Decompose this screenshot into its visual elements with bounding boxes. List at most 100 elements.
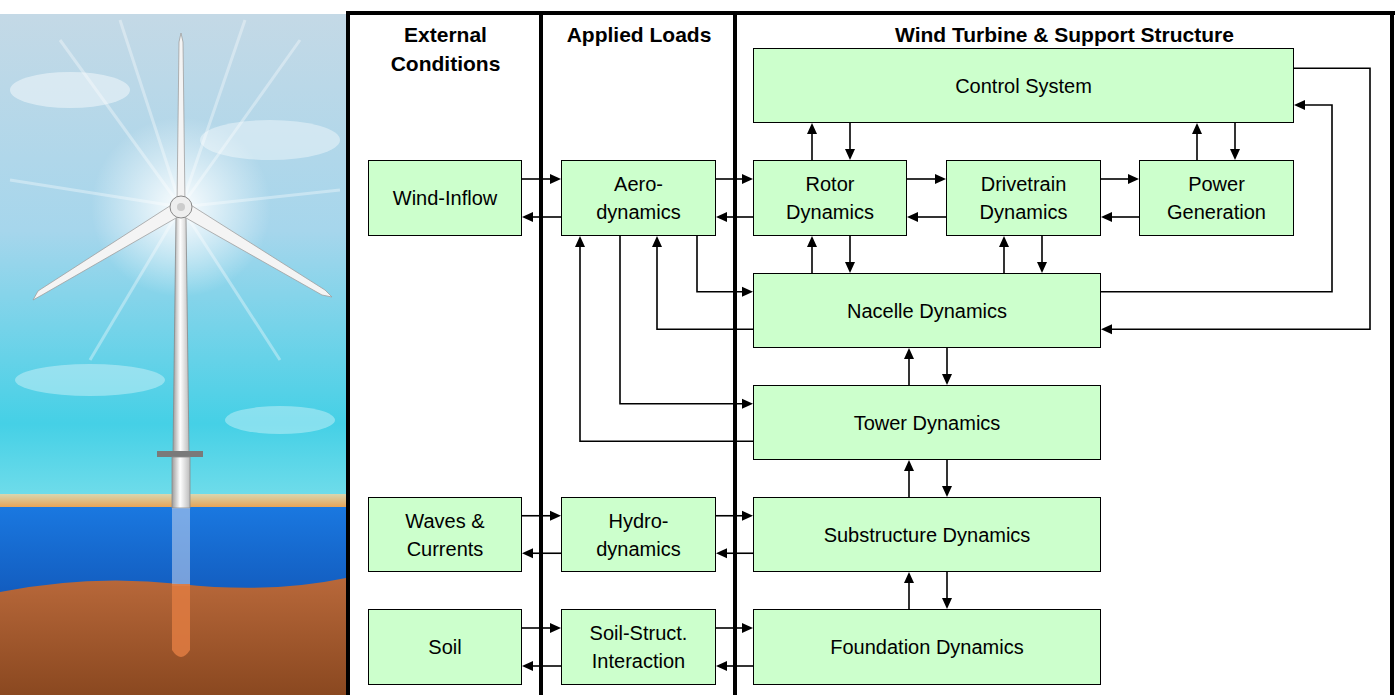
connector-line bbox=[811, 247, 813, 273]
flow-arrow bbox=[1101, 100, 1332, 292]
column-frame bbox=[346, 12, 1395, 695]
box-label: Drivetrain Dynamics bbox=[963, 170, 1084, 226]
connector-line bbox=[533, 552, 561, 554]
frame-line bbox=[346, 12, 350, 695]
arrowhead bbox=[1192, 123, 1202, 134]
component-box: Foundation Dynamics bbox=[753, 609, 1101, 685]
connector-line bbox=[1003, 247, 1005, 273]
connector-line bbox=[522, 627, 550, 629]
arrowhead bbox=[550, 174, 561, 184]
connector-line bbox=[907, 178, 935, 180]
flow-arrow bbox=[522, 174, 561, 184]
load-box: Soil-Struct. Interaction bbox=[561, 609, 716, 685]
arrowhead bbox=[716, 548, 727, 558]
platform bbox=[157, 451, 203, 457]
flow-arrow bbox=[697, 236, 753, 297]
flow-arrow bbox=[845, 236, 855, 273]
box-label: Foundation Dynamics bbox=[770, 633, 1084, 661]
flow-arrow bbox=[1101, 212, 1139, 222]
component-box: Substructure Dynamics bbox=[753, 497, 1101, 572]
flow-arrow bbox=[942, 460, 952, 497]
connector-line bbox=[620, 236, 742, 404]
connector-line bbox=[697, 236, 742, 292]
arrowhead bbox=[1294, 100, 1305, 110]
box-label: Power Generation bbox=[1156, 170, 1277, 226]
flow-arrow bbox=[904, 348, 914, 385]
seabed bbox=[0, 578, 346, 695]
flow-arrow bbox=[807, 236, 817, 273]
arrowhead bbox=[575, 236, 585, 247]
flow-arrow bbox=[907, 174, 946, 184]
flow-arrow bbox=[716, 212, 753, 222]
flow-arrow bbox=[716, 174, 753, 184]
arrowhead bbox=[652, 236, 662, 247]
flow-arrow bbox=[522, 212, 561, 222]
connector-line bbox=[716, 515, 742, 517]
column-header-area: External Conditions bbox=[350, 20, 541, 79]
arrowhead bbox=[1101, 212, 1112, 222]
blade bbox=[179, 202, 332, 297]
connector-line bbox=[533, 665, 561, 667]
arrowhead bbox=[522, 661, 533, 671]
condition-box: Wind-Inflow bbox=[368, 160, 522, 236]
connector-line bbox=[657, 247, 753, 329]
arrowhead bbox=[1101, 324, 1112, 334]
arrowhead bbox=[716, 212, 727, 222]
connector-line bbox=[522, 515, 550, 517]
flow-arrow bbox=[522, 548, 561, 558]
arrowhead bbox=[942, 486, 952, 497]
frame-line bbox=[539, 12, 543, 695]
column-header-area: Wind Turbine & Support Structure bbox=[737, 20, 1392, 49]
flow-arrow bbox=[845, 123, 855, 160]
condition-box: Soil bbox=[368, 609, 522, 685]
connector-line bbox=[533, 216, 561, 218]
flow-arrow bbox=[716, 548, 753, 558]
connector-line bbox=[1101, 178, 1128, 180]
arrowhead bbox=[742, 511, 753, 521]
box-label: Rotor Dynamics bbox=[770, 170, 890, 226]
flow-arrow bbox=[1192, 123, 1202, 160]
connector-line bbox=[727, 216, 753, 218]
arrowhead bbox=[904, 460, 914, 471]
connector-line bbox=[1101, 105, 1332, 292]
component-box: Power Generation bbox=[1139, 160, 1294, 236]
component-box: Tower Dynamics bbox=[753, 385, 1101, 460]
flow-arrow bbox=[942, 572, 952, 609]
connector-line bbox=[946, 348, 948, 374]
load-box: Aero- dynamics bbox=[561, 160, 716, 236]
box-label: Tower Dynamics bbox=[770, 409, 1084, 437]
component-box: Nacelle Dynamics bbox=[753, 273, 1101, 348]
box-label: Wind-Inflow bbox=[385, 184, 505, 212]
frame-line bbox=[733, 12, 737, 695]
flow-arrow bbox=[999, 236, 1009, 273]
flow-arrow bbox=[620, 236, 753, 409]
box-label: Waves & Currents bbox=[385, 507, 505, 563]
connector-line bbox=[918, 216, 946, 218]
connector-line bbox=[1196, 134, 1198, 160]
arrowhead bbox=[550, 623, 561, 633]
column-header: Wind Turbine & Support Structure bbox=[895, 20, 1234, 49]
connector-line bbox=[946, 572, 948, 598]
connector-line bbox=[908, 583, 910, 609]
arrowhead bbox=[807, 123, 817, 134]
flow-arrow bbox=[716, 511, 753, 521]
frame-line bbox=[1390, 12, 1394, 695]
connector-line bbox=[580, 247, 753, 441]
flow-arrow bbox=[522, 661, 561, 671]
flow-arrow bbox=[807, 123, 817, 160]
component-box: Rotor Dynamics bbox=[753, 160, 907, 236]
arrowhead bbox=[742, 287, 753, 297]
arrowhead bbox=[1037, 262, 1047, 273]
flow-arrow bbox=[716, 623, 753, 633]
connector-line bbox=[1234, 123, 1236, 149]
flow-arrow bbox=[716, 661, 753, 671]
arrowhead bbox=[904, 348, 914, 359]
connector-line bbox=[908, 471, 910, 497]
connector-line bbox=[849, 236, 851, 262]
blade bbox=[177, 33, 185, 205]
cloud bbox=[15, 364, 165, 396]
column-header: External Conditions bbox=[371, 20, 521, 79]
transition-piece bbox=[172, 457, 190, 508]
flow-arrow bbox=[904, 460, 914, 497]
